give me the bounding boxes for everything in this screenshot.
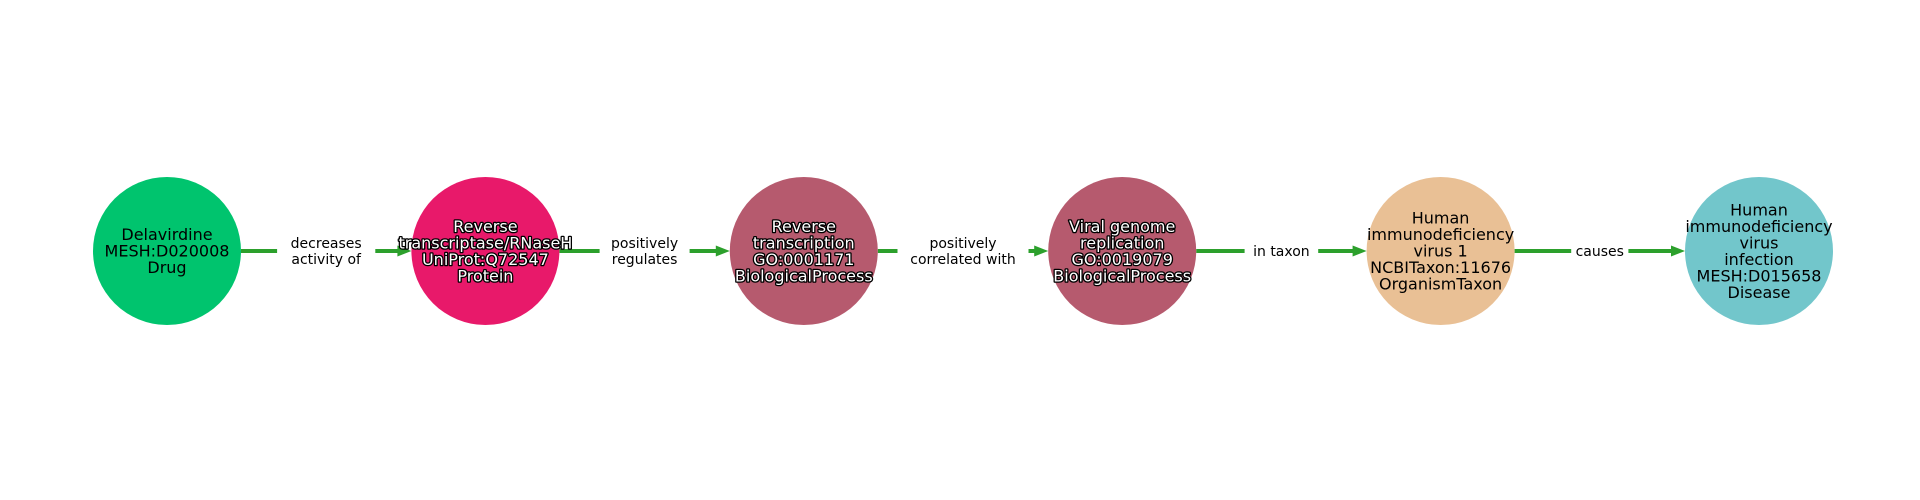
- node-label-line: NCBITaxon:11676: [1370, 258, 1511, 277]
- node-label-line: BiologicalProcess: [735, 266, 873, 285]
- node-label-line: OrganismTaxon: [1379, 275, 1502, 294]
- edge-label-background: [1244, 241, 1319, 261]
- edge-n4-n5: in taxon: [1196, 241, 1367, 261]
- node-label-line: MESH:D015658: [1697, 266, 1822, 285]
- edge-label-line: positively: [929, 236, 996, 252]
- edge-n5-n6: causes: [1514, 241, 1685, 261]
- edge-label-line: causes: [1576, 244, 1624, 260]
- node-label-line: Delavirdine: [121, 225, 212, 244]
- node-label-line: Disease: [1728, 283, 1791, 302]
- node-label-line: infection: [1724, 250, 1794, 269]
- edge-arrowhead: [1352, 245, 1367, 257]
- node-label-line: immunodeficiency: [1367, 225, 1514, 244]
- edge-arrowhead: [1671, 245, 1685, 257]
- node-label-line: immunodeficiency: [1685, 217, 1832, 236]
- node-label-line: MESH:D020008: [105, 242, 230, 261]
- node-label-line: Reverse: [453, 217, 517, 236]
- node-circle: [729, 177, 878, 325]
- node-circle: [1366, 177, 1515, 325]
- edge-label-line: in taxon: [1253, 244, 1310, 260]
- node-label-line: GO:0001171: [753, 250, 854, 269]
- edge-label-background: [1571, 241, 1629, 261]
- node-label-line: GO:0019079: [1072, 250, 1173, 269]
- edge-label: in taxon: [1253, 244, 1310, 260]
- node-label-line: Viral genome: [1069, 217, 1175, 236]
- edge-label-line: activity of: [291, 252, 362, 268]
- edge-arrowhead: [1034, 245, 1049, 257]
- node-circle: [1685, 177, 1833, 325]
- node-label-line: Human: [1412, 209, 1470, 228]
- edge-label: causes: [1576, 244, 1624, 260]
- edge-label-background: [277, 233, 376, 269]
- edge-label-background: [599, 233, 690, 269]
- edge-label-line: correlated with: [910, 252, 1015, 268]
- node-label-line: Reverse: [772, 217, 836, 236]
- node-label-line: transcription: [753, 233, 855, 252]
- node-label-line: Human: [1730, 200, 1788, 219]
- node-label-line: virus 1: [1413, 242, 1467, 261]
- edge-label-line: positively: [611, 236, 678, 252]
- node-label-line: transcriptase/RNaseH: [398, 233, 572, 252]
- edge-arrowhead: [715, 245, 730, 257]
- node-circle: [93, 177, 241, 325]
- node-label-line: virus: [1740, 233, 1779, 252]
- edge-label-background: [897, 233, 1029, 269]
- edge-label-line: regulates: [612, 252, 678, 268]
- node-label-line: replication: [1080, 233, 1164, 252]
- node-circle: [1048, 177, 1197, 325]
- edge-label-line: decreases: [291, 236, 362, 252]
- node-label-line: BiologicalProcess: [1053, 266, 1191, 285]
- edge-arrowhead: [397, 245, 412, 257]
- node-circle: [411, 177, 560, 325]
- node-label-line: UniProt:Q72547: [422, 250, 549, 269]
- node-label-line: Protein: [457, 266, 513, 285]
- node-label-line: Drug: [147, 258, 186, 277]
